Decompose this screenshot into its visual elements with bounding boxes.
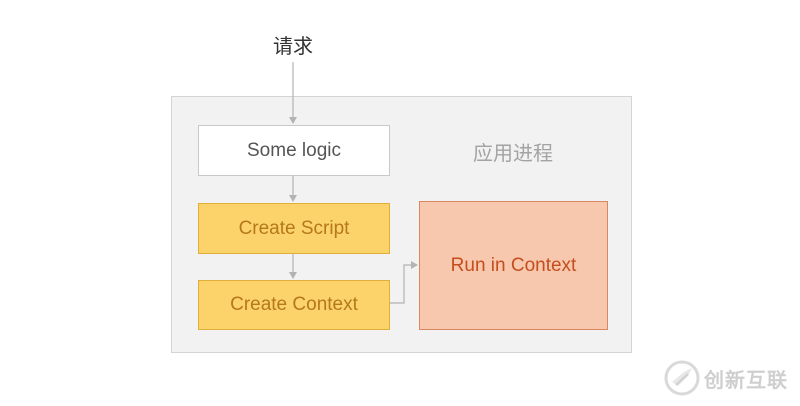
- watermark-logo-icon: [664, 360, 700, 396]
- node-some-logic-label: Some logic: [247, 139, 341, 161]
- app-process-label: 应用进程: [473, 141, 553, 165]
- node-create-script: Create Script: [198, 203, 390, 254]
- node-create-script-label: Create Script: [238, 217, 350, 239]
- request-label: 请求: [273, 34, 313, 58]
- watermark: 创新互联: [662, 358, 788, 398]
- node-create-context-label: Create Context: [230, 294, 358, 315]
- node-run-in-context: Run in Context: [419, 201, 608, 330]
- watermark-text: 创新互联: [704, 367, 788, 392]
- node-create-context: Create Context: [198, 280, 390, 330]
- arrow-context-to-run: [390, 261, 418, 304]
- node-run-in-context-label: Run in Context: [450, 254, 577, 276]
- node-some-logic: Some logic: [198, 125, 390, 176]
